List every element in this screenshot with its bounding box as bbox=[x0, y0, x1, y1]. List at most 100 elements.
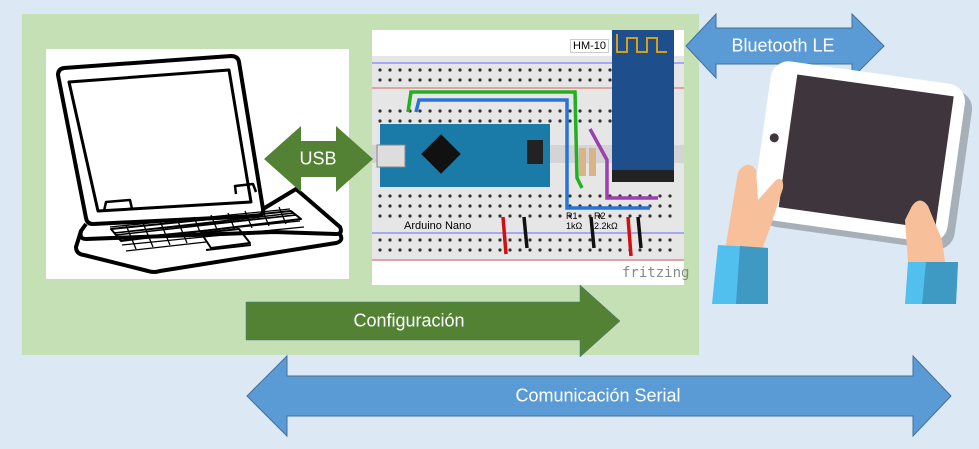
breadboard-hole bbox=[668, 194, 672, 198]
breadboard-hole bbox=[498, 248, 502, 252]
breadboard-hole bbox=[458, 68, 462, 72]
breadboard-hole bbox=[538, 119, 542, 123]
breadboard-hole bbox=[468, 238, 472, 242]
breadboard-hole bbox=[438, 204, 442, 208]
breadboard-hole bbox=[418, 248, 422, 252]
breadboard-hole bbox=[598, 214, 602, 218]
breadboard-hole bbox=[488, 194, 492, 198]
breadboard-hole bbox=[528, 68, 532, 72]
breadboard-hole bbox=[448, 78, 452, 82]
breadboard-hole bbox=[528, 238, 532, 242]
breadboard-hole bbox=[548, 109, 552, 113]
breadboard-hole bbox=[378, 68, 382, 72]
breadboard-hole bbox=[538, 109, 542, 113]
breadboard-hole bbox=[538, 238, 542, 242]
breadboard-hole bbox=[488, 204, 492, 208]
breadboard-hole bbox=[508, 78, 512, 82]
breadboard-hole bbox=[528, 194, 532, 198]
breadboard-hole bbox=[608, 119, 612, 123]
breadboard-hole bbox=[508, 204, 512, 208]
breadboard-hole bbox=[578, 214, 582, 218]
breadboard-hole bbox=[458, 204, 462, 208]
breadboard-hole bbox=[648, 238, 652, 242]
breadboard-hole bbox=[598, 238, 602, 242]
breadboard-hole bbox=[398, 119, 402, 123]
breadboard-hole bbox=[568, 194, 572, 198]
breadboard-hole bbox=[588, 78, 592, 82]
breadboard-hole bbox=[538, 78, 542, 82]
breadboard-hole bbox=[598, 68, 602, 72]
breadboard-hole bbox=[478, 248, 482, 252]
breadboard-hole bbox=[518, 119, 522, 123]
breadboard-hole bbox=[518, 238, 522, 242]
breadboard-hole bbox=[428, 78, 432, 82]
breadboard-hole bbox=[388, 194, 392, 198]
hm10-module bbox=[612, 30, 674, 180]
breadboard-hole bbox=[588, 194, 592, 198]
breadboard-hole bbox=[468, 204, 472, 208]
tablet-screen bbox=[778, 74, 954, 230]
breadboard-hole bbox=[658, 204, 662, 208]
breadboard-hole bbox=[498, 204, 502, 208]
serial-arrow-label: Comunicación Serial bbox=[515, 385, 681, 406]
breadboard-hole bbox=[418, 119, 422, 123]
breadboard-hole bbox=[378, 214, 382, 218]
breadboard-hole bbox=[478, 78, 482, 82]
breadboard-hole bbox=[518, 109, 522, 113]
breadboard-hole bbox=[558, 204, 562, 208]
breadboard-hole bbox=[568, 68, 572, 72]
breadboard-hole bbox=[598, 194, 602, 198]
breadboard-hole bbox=[598, 78, 602, 82]
breadboard-hole bbox=[528, 78, 532, 82]
breadboard-hole bbox=[498, 68, 502, 72]
breadboard-hole bbox=[538, 214, 542, 218]
breadboard-hole bbox=[658, 248, 662, 252]
breadboard-hole bbox=[448, 109, 452, 113]
breadboard-hole bbox=[448, 119, 452, 123]
breadboard-hole bbox=[398, 68, 402, 72]
breadboard-hole bbox=[588, 68, 592, 72]
breadboard-hole bbox=[478, 214, 482, 218]
breadboard-hole bbox=[438, 248, 442, 252]
breadboard-hole bbox=[478, 238, 482, 242]
breadboard-hole bbox=[528, 214, 532, 218]
breadboard-hole bbox=[608, 109, 612, 113]
breadboard-hole bbox=[468, 214, 472, 218]
bluetooth-arrow-label: Bluetooth LE bbox=[731, 35, 835, 56]
breadboard-hole bbox=[608, 78, 612, 82]
breadboard-hole bbox=[538, 68, 542, 72]
breadboard-hole bbox=[388, 214, 392, 218]
breadboard-hole bbox=[428, 194, 432, 198]
breadboard-hole bbox=[428, 119, 432, 123]
breadboard-hole bbox=[398, 194, 402, 198]
breadboard-hole bbox=[508, 214, 512, 218]
r1-label: R1 1kΩ bbox=[566, 211, 582, 231]
breadboard-hole bbox=[408, 194, 412, 198]
breadboard-hole bbox=[538, 204, 542, 208]
fritzing-circuit: HM-10 Arduino Nano R1 1kΩ R2 2.2kΩ fritz… bbox=[372, 30, 689, 285]
breadboard-hole bbox=[638, 214, 642, 218]
breadboard-hole bbox=[588, 238, 592, 242]
breadboard-hole bbox=[418, 68, 422, 72]
breadboard-hole bbox=[458, 238, 462, 242]
breadboard-hole bbox=[558, 238, 562, 242]
breadboard-hole bbox=[428, 214, 432, 218]
breadboard-hole bbox=[608, 238, 612, 242]
breadboard-hole bbox=[668, 204, 672, 208]
breadboard-hole bbox=[468, 68, 472, 72]
breadboard-hole bbox=[448, 214, 452, 218]
breadboard-hole bbox=[548, 194, 552, 198]
breadboard-hole bbox=[488, 119, 492, 123]
breadboard-hole bbox=[458, 248, 462, 252]
breadboard-hole bbox=[538, 194, 542, 198]
breadboard-hole bbox=[438, 194, 442, 198]
breadboard-hole bbox=[498, 194, 502, 198]
breadboard-hole bbox=[478, 109, 482, 113]
breadboard-hole bbox=[378, 78, 382, 82]
breadboard-hole bbox=[518, 214, 522, 218]
breadboard-hole bbox=[418, 238, 422, 242]
breadboard-hole bbox=[668, 214, 672, 218]
breadboard-hole bbox=[618, 214, 622, 218]
usb-arrow-label: USB bbox=[299, 148, 337, 169]
